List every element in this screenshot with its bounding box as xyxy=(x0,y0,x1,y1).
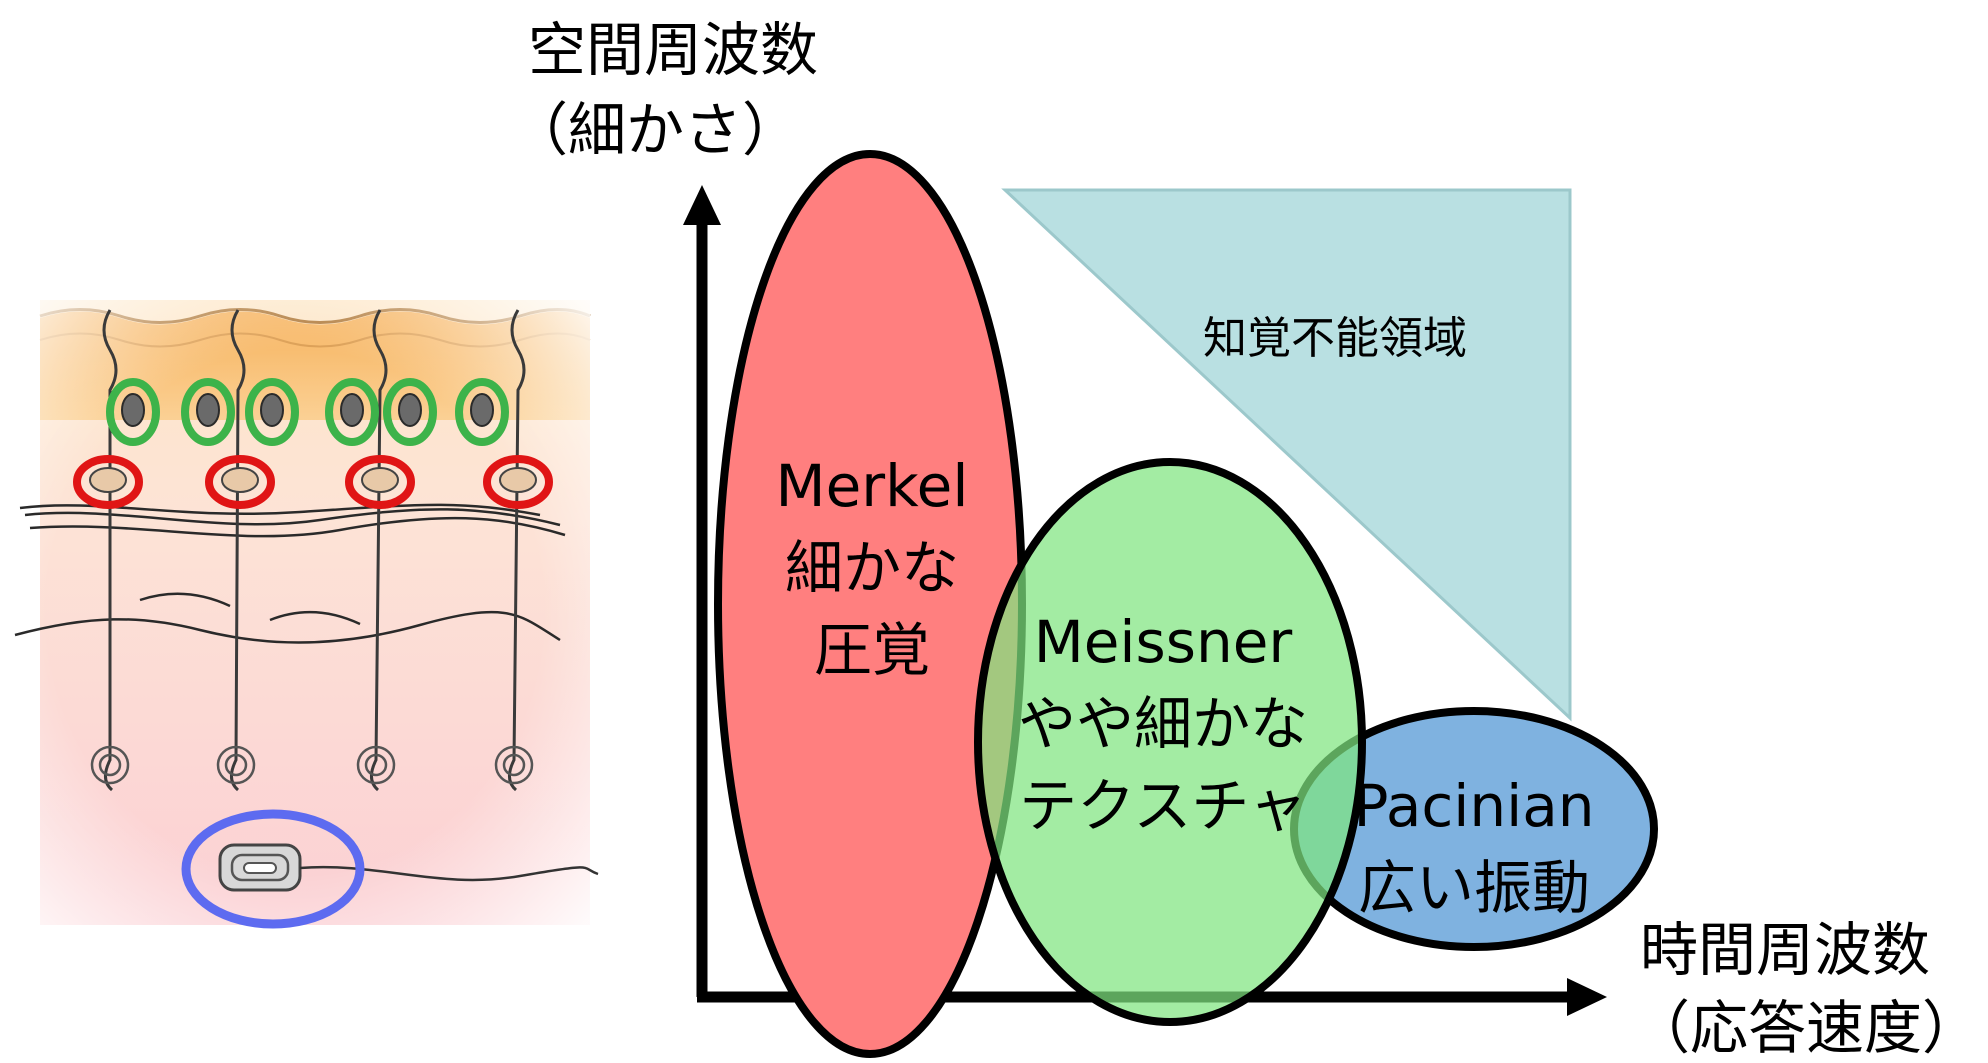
meissner-marker xyxy=(483,455,553,509)
meissner-marker xyxy=(205,455,275,509)
skin-illustration xyxy=(0,300,599,929)
x-axis-arrowhead xyxy=(1567,978,1607,1016)
receptor-map: 知覚不能領域 Merkel 細かな 圧覚 Meissner やや細かな テクスチ… xyxy=(510,16,1980,1062)
merkel-label-desc2: 圧覚 xyxy=(814,616,930,684)
merkel-label-name: Merkel xyxy=(776,452,969,520)
x-axis-subtitle: （応答速度） xyxy=(1632,994,1980,1062)
y-axis-title: 空間周波数 xyxy=(528,16,818,84)
merkel-cells xyxy=(121,393,494,427)
imperceptible-label: 知覚不能領域 xyxy=(1203,313,1467,364)
merkel-marker xyxy=(181,378,235,446)
meissner-region xyxy=(974,458,1366,1026)
x-axis-title: 時間周波数 xyxy=(1640,916,1930,984)
merkel-marker xyxy=(245,378,299,446)
merkel-marker xyxy=(106,378,160,446)
meissner-marker xyxy=(345,455,415,509)
y-axis-subtitle: （細かさ） xyxy=(510,96,800,164)
y-axis-arrowhead xyxy=(683,185,721,225)
pacinian-marker xyxy=(181,809,365,929)
pacinian-label-desc: 広い振動 xyxy=(1358,854,1590,922)
meissner-label-name: Meissner xyxy=(1034,608,1293,676)
meissner-markers xyxy=(73,455,553,509)
merkel-marker xyxy=(455,378,509,446)
meissner-corpuscles xyxy=(89,467,537,493)
meissner-label-desc2: テクスチャ xyxy=(1019,772,1307,840)
pacinian-corpuscle xyxy=(218,843,599,892)
meissner-marker xyxy=(73,455,143,509)
meissner-label-desc1: やや細かな xyxy=(1018,690,1308,758)
merkel-markers xyxy=(106,378,509,446)
pacinian-label-name: Pacinian xyxy=(1353,772,1594,840)
merkel-marker xyxy=(325,378,379,446)
ruffini-endings xyxy=(90,745,534,785)
merkel-label-desc1: 細かな xyxy=(785,534,959,602)
merkel-region xyxy=(714,150,1026,1058)
merkel-marker xyxy=(383,378,437,446)
nerve-fibers xyxy=(102,309,526,792)
imperceptible-region xyxy=(1001,188,1572,722)
